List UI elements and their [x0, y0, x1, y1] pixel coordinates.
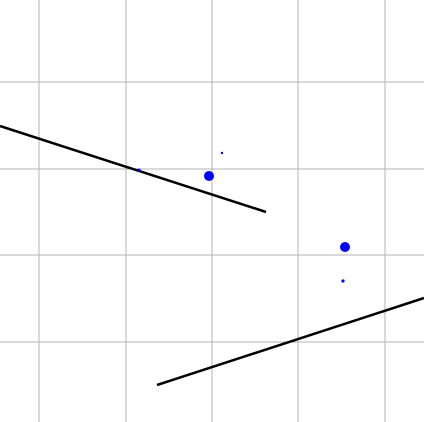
lower-line-segment: [156, 296, 424, 387]
small-point-c: [341, 279, 345, 283]
large-point-upper: [204, 171, 214, 181]
line-segments: [0, 124, 424, 387]
small-point-a: [220, 151, 224, 155]
small-point-b: [137, 168, 141, 172]
large-point-lower: [340, 242, 350, 252]
points: [137, 151, 350, 283]
upper-line-segment: [0, 124, 267, 214]
